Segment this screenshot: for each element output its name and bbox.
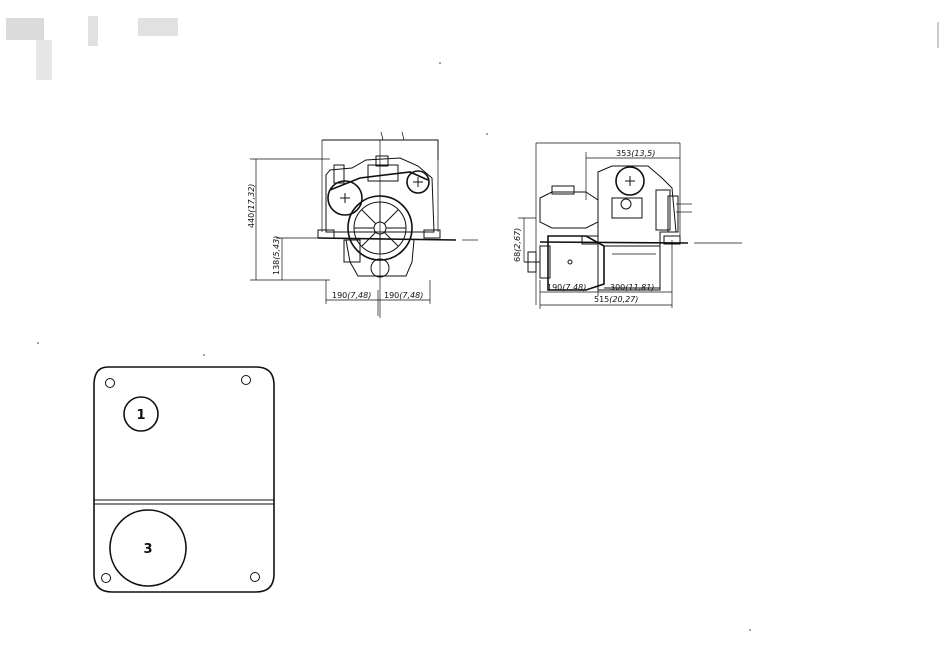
side-view-engine [524, 166, 742, 290]
side-view-dimensions: 353(13,5) 68(2,67) 190(7,48) 300(11,81) … [513, 143, 680, 309]
dim-height-total: 440(17,32) [247, 184, 256, 228]
dim-top-length: 353(13,5) [616, 149, 655, 158]
circle-3-label: 3 [143, 542, 152, 557]
dim-height-lower: 138(5,43) [272, 236, 281, 275]
corner-hole-top-left [106, 379, 115, 388]
mounting-plate: 1 3 [94, 367, 274, 592]
dim-offset-height: 68(2,67) [513, 228, 522, 262]
dim-left-length: 190(7,48) [547, 283, 586, 292]
dim-half-width-left: 190(7,48) [332, 291, 371, 300]
dim-half-width-right: 190(7,48) [384, 291, 423, 300]
circle-1-label: 1 [136, 408, 145, 423]
dim-total-length: 515(20,27) [594, 295, 638, 304]
corner-hole-bottom-right [251, 573, 260, 582]
corner-hole-bottom-left [102, 574, 111, 583]
scan-noise [6, 16, 178, 80]
corner-hole-top-right [242, 376, 251, 385]
dim-right-length: 300(11,81) [610, 283, 654, 292]
